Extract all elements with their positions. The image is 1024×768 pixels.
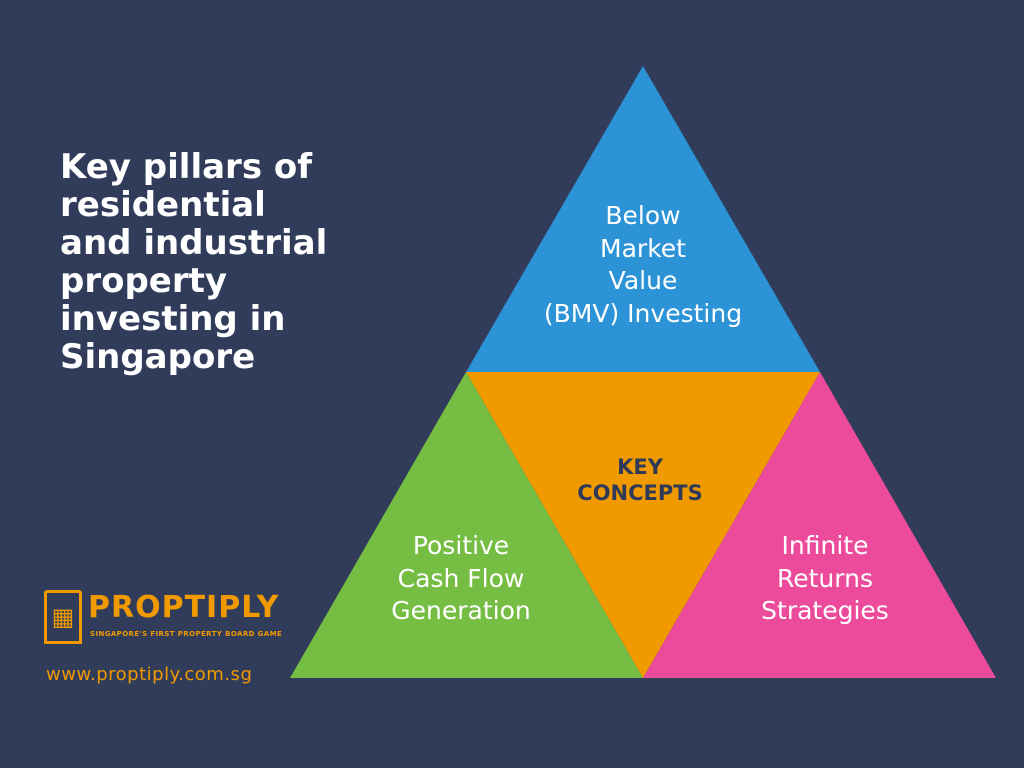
website-url: www.proptiply.com.sg	[46, 664, 253, 685]
center-line: KEY	[617, 455, 663, 479]
title-line: Key pillars of	[60, 147, 313, 187]
title-line: residential	[60, 185, 266, 226]
pillar-line: Generation	[391, 596, 531, 625]
left-pillar-label: Positive Cash Flow Generation	[375, 530, 547, 628]
title-line: property	[60, 261, 228, 302]
pillar-line: Value	[608, 266, 678, 295]
logo-wordmark: PROPTIPLY	[88, 590, 280, 625]
building-icon: ▦	[44, 590, 82, 644]
pillar-line: Below	[605, 201, 681, 230]
title-line: Singapore	[60, 337, 256, 378]
pillar-line: Infinite	[781, 531, 869, 560]
pillar-line: Cash Flow	[397, 563, 525, 593]
pillar-line: Positive	[412, 531, 510, 560]
right-pillar-label: Infinite Returns Strategies	[745, 530, 905, 628]
center-triangle	[466, 372, 820, 678]
pillar-line: (BMV) Investing	[543, 298, 743, 328]
center-line: CONCEPTS	[577, 481, 703, 506]
pillar-line: Strategies	[761, 596, 889, 625]
page-title: Key pillars of residential and industria…	[60, 147, 360, 378]
top-pillar-label: Below Market Value (BMV) Investing	[532, 200, 754, 330]
left-triangle	[290, 372, 643, 678]
proptiply-logo: ▦ PROPTIPLY SINGAPORE'S FIRST PROPERTY B…	[40, 588, 290, 648]
pillar-line: Market	[600, 233, 686, 263]
logo-tagline: SINGAPORE'S FIRST PROPERTY BOARD GAME	[90, 630, 283, 638]
title-line: investing in	[60, 299, 286, 340]
right-triangle	[643, 372, 996, 678]
key-concepts-label: KEY CONCEPTS	[566, 454, 714, 507]
pillar-line: Returns	[777, 563, 873, 593]
title-line: and industrial	[60, 223, 328, 264]
